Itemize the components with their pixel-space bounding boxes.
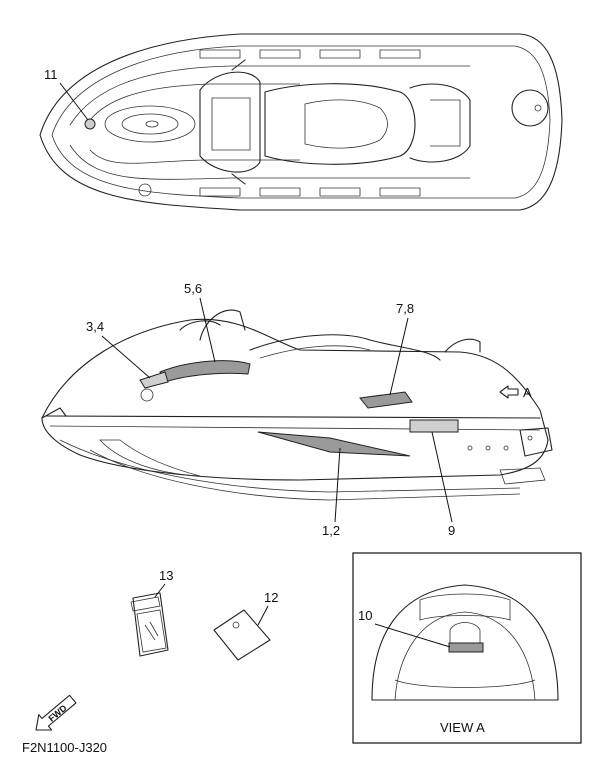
drawing-code: F2N1100-J320 [22,740,107,755]
leader-line-12 [257,605,269,626]
callout-9: 9 [448,523,455,538]
part-13-decal-sheet [130,592,169,657]
leader-line-13 [154,583,166,598]
view-a-label: VIEW A [440,720,485,735]
leader-line-11 [59,82,89,121]
callout-10: 10 [358,608,372,623]
part-12-tag [213,609,271,661]
callout-view-a: A [523,385,532,400]
fwd-label: FWD [46,703,69,724]
view-a-box [352,552,582,744]
callout-5-6: 5,6 [184,281,202,296]
view-a-rear-illustration [371,584,559,701]
leader-line-3-4 [101,335,151,379]
side-view-watercraft [41,309,553,501]
callout-7-8: 7,8 [396,301,414,316]
leader-line-9 [431,431,453,523]
leader-line-1-2 [334,447,341,523]
callout-11: 11 [44,67,58,82]
callout-1-2: 1,2 [322,523,340,538]
view-a-arrow-icon [499,385,519,399]
callout-12: 12 [264,590,278,605]
fwd-arrow-icon: FWD [35,694,77,731]
top-view-watercraft [39,33,563,211]
leader-line-5-6 [199,297,216,363]
leader-line-10 [374,623,451,648]
callout-3-4: 3,4 [86,319,104,334]
leader-line-7-8 [389,317,409,396]
callout-13: 13 [159,568,173,583]
